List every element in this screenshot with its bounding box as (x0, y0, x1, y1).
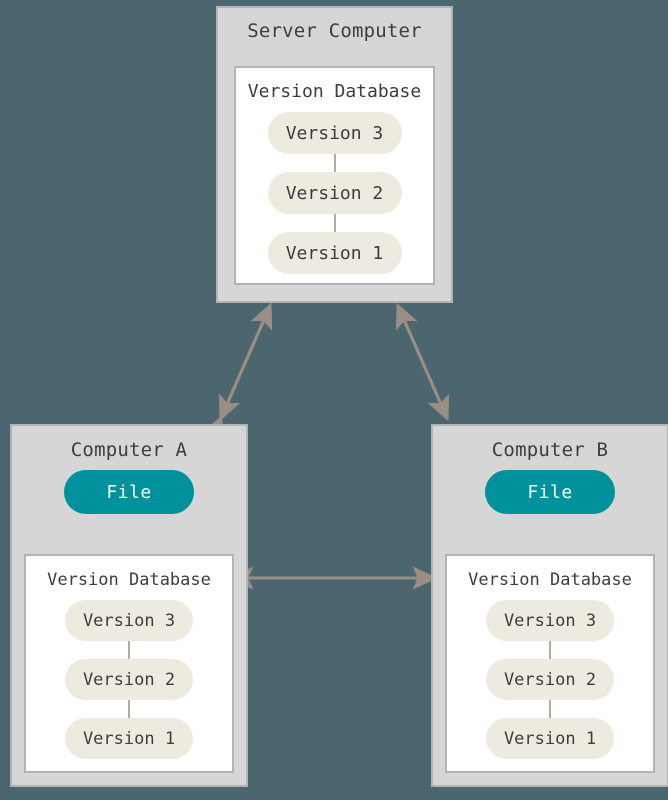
computer-a-version-database-title: Version Database (47, 570, 211, 590)
server-computer-box[interactable]: Server Computer Version Database Version… (216, 6, 453, 303)
version-pill[interactable]: Version 2 (65, 659, 193, 700)
version-connector (549, 641, 551, 659)
computer-a-box[interactable]: Computer A File Version Database Version… (10, 424, 248, 787)
version-pill[interactable]: Version 2 (267, 172, 402, 214)
server-version-stack: Version 3 Version 2 Version 1 (236, 112, 433, 274)
version-connector (128, 641, 130, 659)
version-pill[interactable]: Version 1 (267, 232, 402, 274)
server-computer-title: Server Computer (247, 20, 422, 42)
computer-a-version-stack: Version 3 Version 2 Version 1 (26, 600, 232, 759)
computer-a-file-pill[interactable]: File (64, 470, 194, 514)
arrow-computer-a-to-server-head (218, 305, 272, 422)
version-pill[interactable]: Version 3 (267, 112, 402, 154)
computer-b-version-database[interactable]: Version Database Version 3 Version 2 Ver… (445, 554, 655, 773)
computer-b-box[interactable]: Computer B File Version Database Version… (431, 424, 668, 787)
computer-b-file-pill[interactable]: File (485, 470, 615, 514)
version-connector (549, 700, 551, 718)
version-pill[interactable]: Version 3 (486, 600, 614, 641)
computer-b-version-database-title: Version Database (468, 570, 632, 590)
version-connector (128, 700, 130, 718)
computer-b-title: Computer B (491, 439, 609, 461)
arrow-server-to-computer-a-head (219, 302, 273, 419)
version-connector (333, 154, 336, 172)
computer-a-title: Computer A (70, 439, 188, 461)
computer-b-version-stack: Version 3 Version 2 Version 1 (447, 600, 653, 759)
arrow-computer-b-to-server-head (395, 302, 449, 419)
arrow-server-to-computer-a (201, 302, 273, 443)
version-pill[interactable]: Version 1 (65, 718, 193, 759)
server-version-database[interactable]: Version Database Version 3 Version 2 Ver… (234, 66, 435, 285)
arrow-server-to-computer-b-head (396, 305, 450, 422)
version-pill[interactable]: Version 3 (65, 600, 193, 641)
version-pill[interactable]: Version 2 (486, 659, 614, 700)
version-pill[interactable]: Version 1 (486, 718, 614, 759)
version-connector (333, 214, 336, 232)
computer-a-version-database[interactable]: Version Database Version 3 Version 2 Ver… (24, 554, 234, 773)
server-version-database-title: Version Database (247, 81, 422, 102)
